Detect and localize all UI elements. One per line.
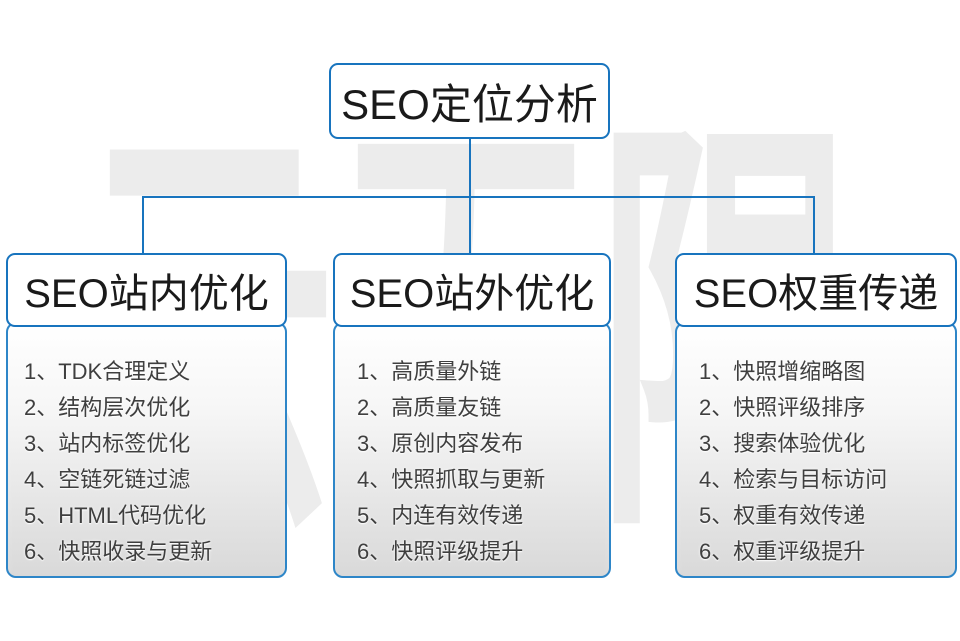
- list-item: 3、原创内容发布: [357, 431, 524, 456]
- list-item: 5、HTML代码优化: [24, 503, 207, 528]
- column-onsite-header: SEO站内优化: [6, 253, 287, 327]
- list-item: 3、站内标签优化: [24, 431, 191, 456]
- list-item: 4、空链死链过滤: [24, 467, 191, 492]
- column-offsite-header: SEO站外优化: [333, 253, 611, 327]
- list-item: 3、搜索体验优化: [699, 431, 866, 456]
- list-item: 1、高质量外链: [357, 359, 502, 384]
- column-onsite-panel: 1、TDK合理定义 2、结构层次优化 3、站内标签优化 4、空链死链过滤 5、H…: [6, 322, 287, 578]
- root-node: SEO定位分析: [329, 63, 610, 139]
- list-item: 6、权重评级提升: [699, 539, 866, 564]
- column-weight-panel: 1、快照增缩略图 2、快照评级排序 3、搜索体验优化 4、检索与目标访问 5、权…: [675, 322, 957, 578]
- column-offsite-panel: 1、高质量外链 2、高质量友链 3、原创内容发布 4、快照抓取与更新 5、内连有…: [333, 322, 611, 578]
- list-item: 6、快照评级提升: [357, 539, 524, 564]
- list-item: 4、快照抓取与更新: [357, 467, 546, 492]
- connector-center-drop: [469, 196, 471, 254]
- list-item: 2、结构层次优化: [24, 395, 191, 420]
- list-item: 2、高质量友链: [357, 395, 502, 420]
- list-item: 4、检索与目标访问: [699, 467, 888, 492]
- list-item: 2、快照评级排序: [699, 395, 866, 420]
- list-item: 5、权重有效传递: [699, 503, 866, 528]
- list-item: 5、内连有效传递: [357, 503, 524, 528]
- connector-root-drop: [469, 138, 471, 198]
- list-item: 6、快照收录与更新: [24, 539, 213, 564]
- root-node-label: SEO定位分析: [341, 80, 598, 128]
- column-onsite-title: SEO站内优化: [24, 272, 269, 316]
- column-weight-title: SEO权重传递: [693, 272, 939, 316]
- connector-right-drop: [813, 196, 815, 254]
- list-item: 1、TDK合理定义: [24, 359, 191, 384]
- connector-horizontal-bar: [142, 196, 815, 198]
- column-weight-header: SEO权重传递: [675, 253, 957, 327]
- column-offsite-title: SEO站外优化: [349, 272, 595, 316]
- connector-left-drop: [142, 196, 144, 254]
- list-item: 1、快照增缩略图: [699, 359, 866, 384]
